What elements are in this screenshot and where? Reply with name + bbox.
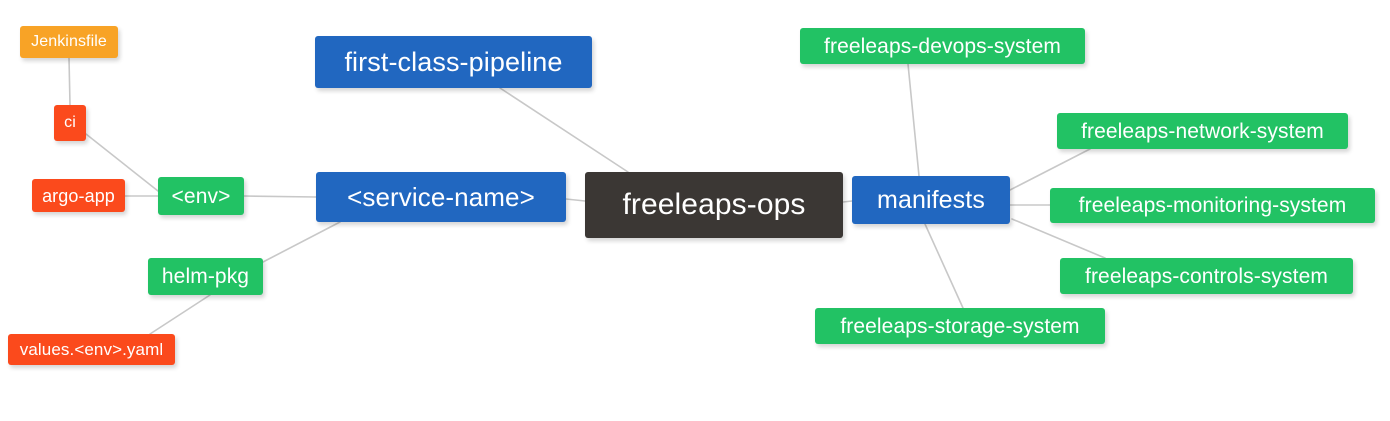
edge-values-yaml-to-helm-pkg — [149, 294, 211, 335]
edge-freeleaps-ops-to-manifests — [842, 200, 853, 203]
node-freeleaps-storage-system[interactable]: freeleaps-storage-system — [815, 308, 1105, 344]
node-jenkinsfile[interactable]: Jenkinsfile — [20, 26, 118, 58]
node-env[interactable]: <env> — [158, 177, 244, 215]
edge-service-name-to-freeleaps-ops — [565, 198, 586, 202]
node-first-class-pipeline[interactable]: first-class-pipeline — [315, 36, 592, 88]
edge-jenkinsfile-to-ci — [68, 57, 71, 106]
node-helm-pkg[interactable]: helm-pkg — [148, 258, 263, 295]
edge-manifests-to-freeleaps-storage-system — [924, 223, 964, 309]
edge-env-to-service-name — [243, 195, 317, 198]
edge-helm-pkg-to-service-name — [262, 221, 341, 263]
node-service-name[interactable]: <service-name> — [316, 172, 566, 222]
edge-manifests-to-freeleaps-devops-system — [907, 63, 920, 177]
node-freeleaps-controls-system[interactable]: freeleaps-controls-system — [1060, 258, 1353, 294]
node-values-yaml[interactable]: values.<env>.yaml — [8, 334, 175, 365]
edge-manifests-to-freeleaps-network-system — [1009, 148, 1091, 191]
node-freeleaps-ops[interactable]: freeleaps-ops — [585, 172, 843, 238]
edge-manifests-to-freeleaps-controls-system — [1011, 218, 1106, 259]
node-freeleaps-devops-system[interactable]: freeleaps-devops-system — [800, 28, 1085, 64]
node-manifests[interactable]: manifests — [852, 176, 1010, 224]
edge-first-class-pipeline-to-freeleaps-ops — [499, 87, 629, 173]
node-freeleaps-network-system[interactable]: freeleaps-network-system — [1057, 113, 1348, 149]
node-freeleaps-monitoring-system[interactable]: freeleaps-monitoring-system — [1050, 188, 1375, 223]
node-ci[interactable]: ci — [54, 105, 86, 141]
node-argo-app[interactable]: argo-app — [32, 179, 125, 212]
